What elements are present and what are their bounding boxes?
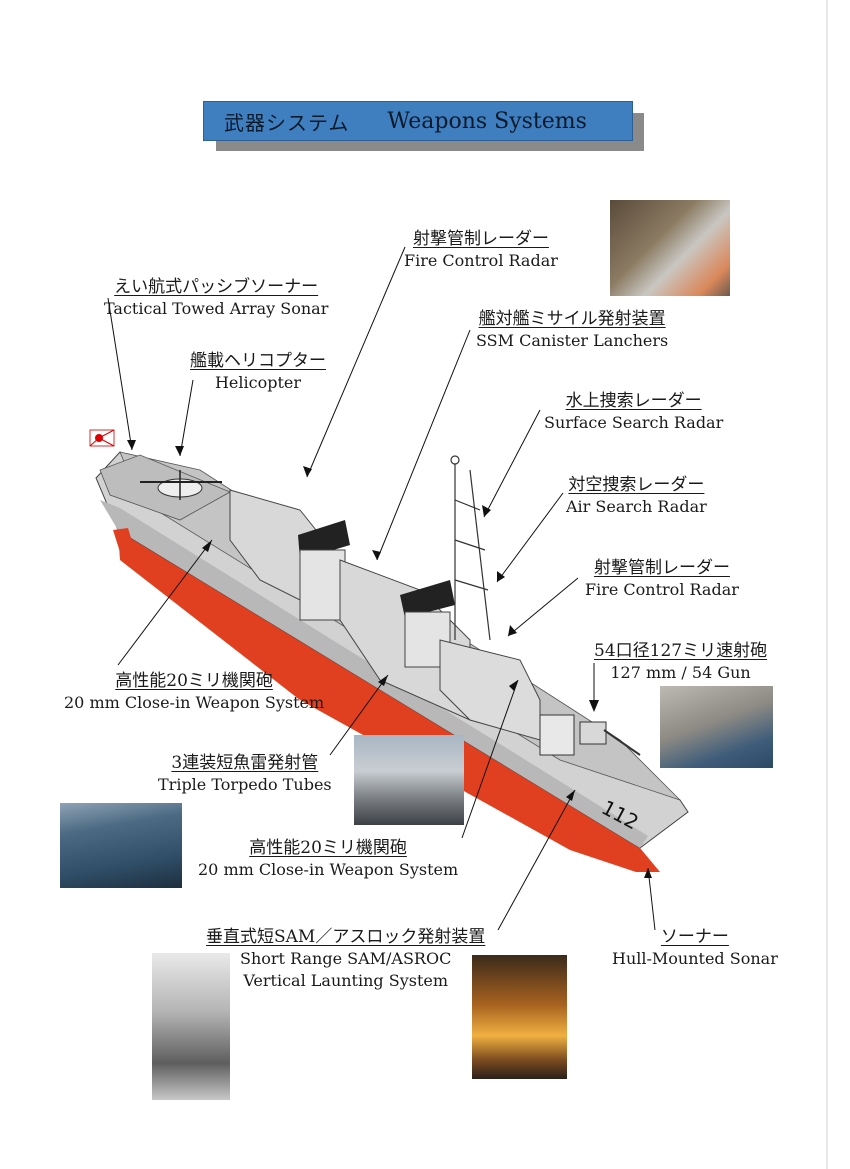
label-en: SSM Canister Lanchers — [476, 331, 669, 350]
label-en: Tactical Towed Array Sonar — [104, 299, 329, 318]
label-en-2: Vertical Launting System — [243, 971, 449, 990]
label-jp: 対空捜索レーダー — [568, 475, 705, 495]
photo-fire-control — [610, 200, 730, 296]
rising-sun-flag — [89, 429, 115, 447]
label-jp: 高性能20ミリ機関砲 — [249, 838, 407, 858]
mast — [450, 455, 491, 641]
label-jp: 射撃管制レーダー — [593, 558, 730, 578]
vls-module — [539, 714, 575, 756]
photo-vls-ship — [152, 953, 230, 1100]
label-triple-torpedo-tubes: 3連装短魚雷発射管 Triple Torpedo Tubes — [158, 752, 332, 796]
aft-red — [113, 528, 134, 552]
label-en: 127 mm / 54 Gun — [610, 663, 751, 682]
label-en: Fire Control Radar — [404, 251, 558, 270]
label-jp: 54口径127ミリ速射砲 — [594, 641, 768, 661]
title-jp: 武器システム — [224, 110, 350, 135]
label-fire-control-radar-bottom: 射撃管制レーダー Fire Control Radar — [585, 557, 739, 601]
photo-gun — [660, 686, 773, 768]
label-en: Hull-Mounted Sonar — [612, 949, 778, 968]
label-jp: 艦対艦ミサイル発射装置 — [478, 309, 666, 329]
label-jp: 水上捜索レーダー — [565, 391, 702, 411]
label-hull-mounted-sonar: ソーナー Hull-Mounted Sonar — [612, 926, 778, 970]
label-ciws-aft: 高性能20ミリ機関砲 20 mm Close-in Weapon System — [64, 670, 324, 714]
page-edge — [826, 0, 828, 1169]
label-jp: ソーナー — [660, 927, 729, 947]
photo-missile-launch — [472, 955, 567, 1079]
label-jp: えい航式パッシブソーナー — [114, 277, 319, 297]
label-helicopter: 艦載ヘリコプター Helicopter — [190, 350, 326, 394]
label-ssm-launchers: 艦対艦ミサイル発射装置 SSM Canister Lanchers — [476, 308, 668, 352]
label-en: Surface Search Radar — [544, 413, 724, 432]
label-en: Helicopter — [214, 373, 302, 392]
label-towed-array-sonar: えい航式パッシブソーナー Tactical Towed Array Sonar — [104, 276, 328, 320]
label-en-1: Short Range SAM/ASROC — [240, 949, 452, 968]
title-en: Weapons Systems — [387, 108, 587, 134]
page-title: 武器システム Weapons Systems — [203, 101, 633, 141]
label-air-search-radar: 対空捜索レーダー Air Search Radar — [566, 474, 707, 518]
label-en: 20 mm Close-in Weapon System — [198, 860, 459, 879]
leader-arrows — [127, 440, 652, 878]
photo-torpedo — [60, 803, 182, 888]
label-ciws-fwd: 高性能20ミリ機関砲 20 mm Close-in Weapon System — [198, 837, 458, 881]
hull-bottom — [118, 530, 660, 872]
label-jp: 3連装短魚雷発射管 — [171, 753, 319, 773]
label-en: Fire Control Radar — [585, 580, 739, 599]
label-jp: 射撃管制レーダー — [412, 229, 549, 249]
label-jp: 高性能20ミリ機関砲 — [115, 671, 273, 691]
label-jp: 垂直式短SAM／アスロック発射装置 — [206, 927, 486, 947]
hull-side — [100, 500, 648, 848]
label-en: Air Search Radar — [566, 497, 707, 516]
label-127mm-gun: 54口径127ミリ速射砲 127 mm / 54 Gun — [594, 640, 767, 684]
label-surface-search-radar: 水上捜索レーダー Surface Search Radar — [544, 390, 723, 434]
funnel-aft-body — [299, 549, 346, 621]
label-vls: 垂直式短SAM／アスロック発射装置 Short Range SAM/ASROC … — [206, 926, 485, 992]
funnel-fwd — [400, 580, 455, 618]
helicopter-shape — [140, 470, 222, 500]
leader-lines — [107, 246, 656, 931]
label-en: 20 mm Close-in Weapon System — [64, 693, 325, 712]
label-en: Triple Torpedo Tubes — [158, 775, 332, 794]
gun-mount — [579, 721, 641, 756]
label-fire-control-radar-top: 射撃管制レーダー Fire Control Radar — [404, 228, 558, 272]
label-jp: 艦載ヘリコプター — [190, 351, 326, 371]
photo-ciws — [354, 735, 464, 825]
